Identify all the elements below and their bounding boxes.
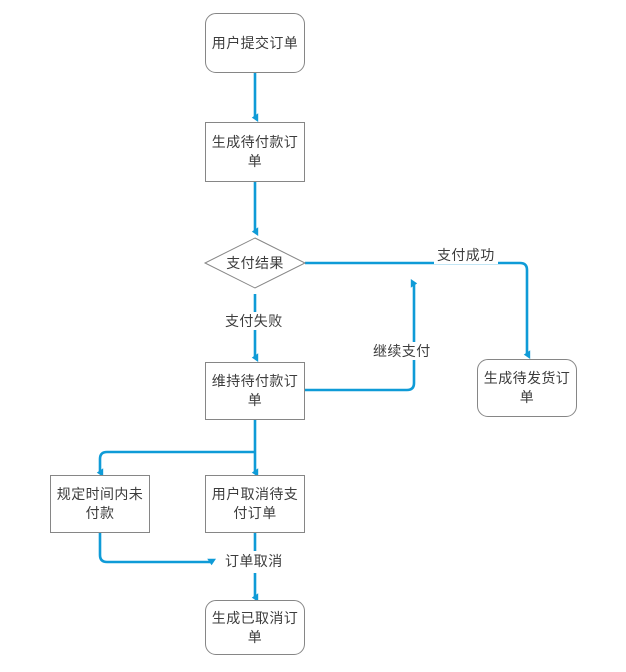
- edge-payresult-to-toship: [305, 261, 531, 359]
- node-submit-order[interactable]: 用户提交订单: [205, 13, 305, 73]
- node-label: 规定时间内未付款: [56, 486, 144, 521]
- node-unpaid-timeout[interactable]: 规定时间内未付款: [50, 475, 150, 533]
- node-user-cancel-order[interactable]: 用户取消待支付订单: [205, 475, 305, 533]
- node-generate-pending-shipment-order[interactable]: 生成待发货订单: [477, 359, 577, 417]
- node-label: 生成待发货订单: [483, 370, 571, 405]
- edge-keepunpaid-to-timeout: [96, 450, 255, 477]
- edge-label-pay-success: 支付成功: [434, 246, 498, 264]
- edge-timeout-to-cancel: [98, 533, 216, 566]
- node-pay-result[interactable]: 支付结果: [205, 238, 305, 288]
- node-label: 支付结果: [226, 254, 284, 271]
- edge-label-text: 支付失败: [225, 313, 283, 329]
- node-label: 生成已取消订单: [211, 609, 299, 645]
- edge-label-order-cancel: 订单取消: [222, 552, 286, 570]
- edge-keepunpaid-to-payresult: [305, 279, 418, 392]
- node-keep-unpaid-order[interactable]: 维持待付款订单: [205, 362, 305, 420]
- edge-label-pay-fail: 支付失败: [222, 312, 286, 330]
- node-label: 维持待付款订单: [211, 373, 299, 408]
- edge-label-text: 继续支付: [373, 343, 431, 359]
- edge-label-text: 支付成功: [437, 247, 495, 263]
- decision-diamond-pay-result[interactable]: [203, 237, 307, 289]
- node-label: 用户提交订单: [211, 34, 299, 51]
- edge-label-continue-pay: 继续支付: [370, 342, 434, 360]
- node-label: 生成待付款订单: [211, 134, 299, 169]
- node-create-unpaid-order[interactable]: 生成待付款订单: [205, 122, 305, 182]
- node-generate-canceled-order[interactable]: 生成已取消订单: [205, 600, 305, 655]
- node-label: 用户取消待支付订单: [211, 486, 299, 521]
- edge-label-text: 订单取消: [225, 553, 283, 569]
